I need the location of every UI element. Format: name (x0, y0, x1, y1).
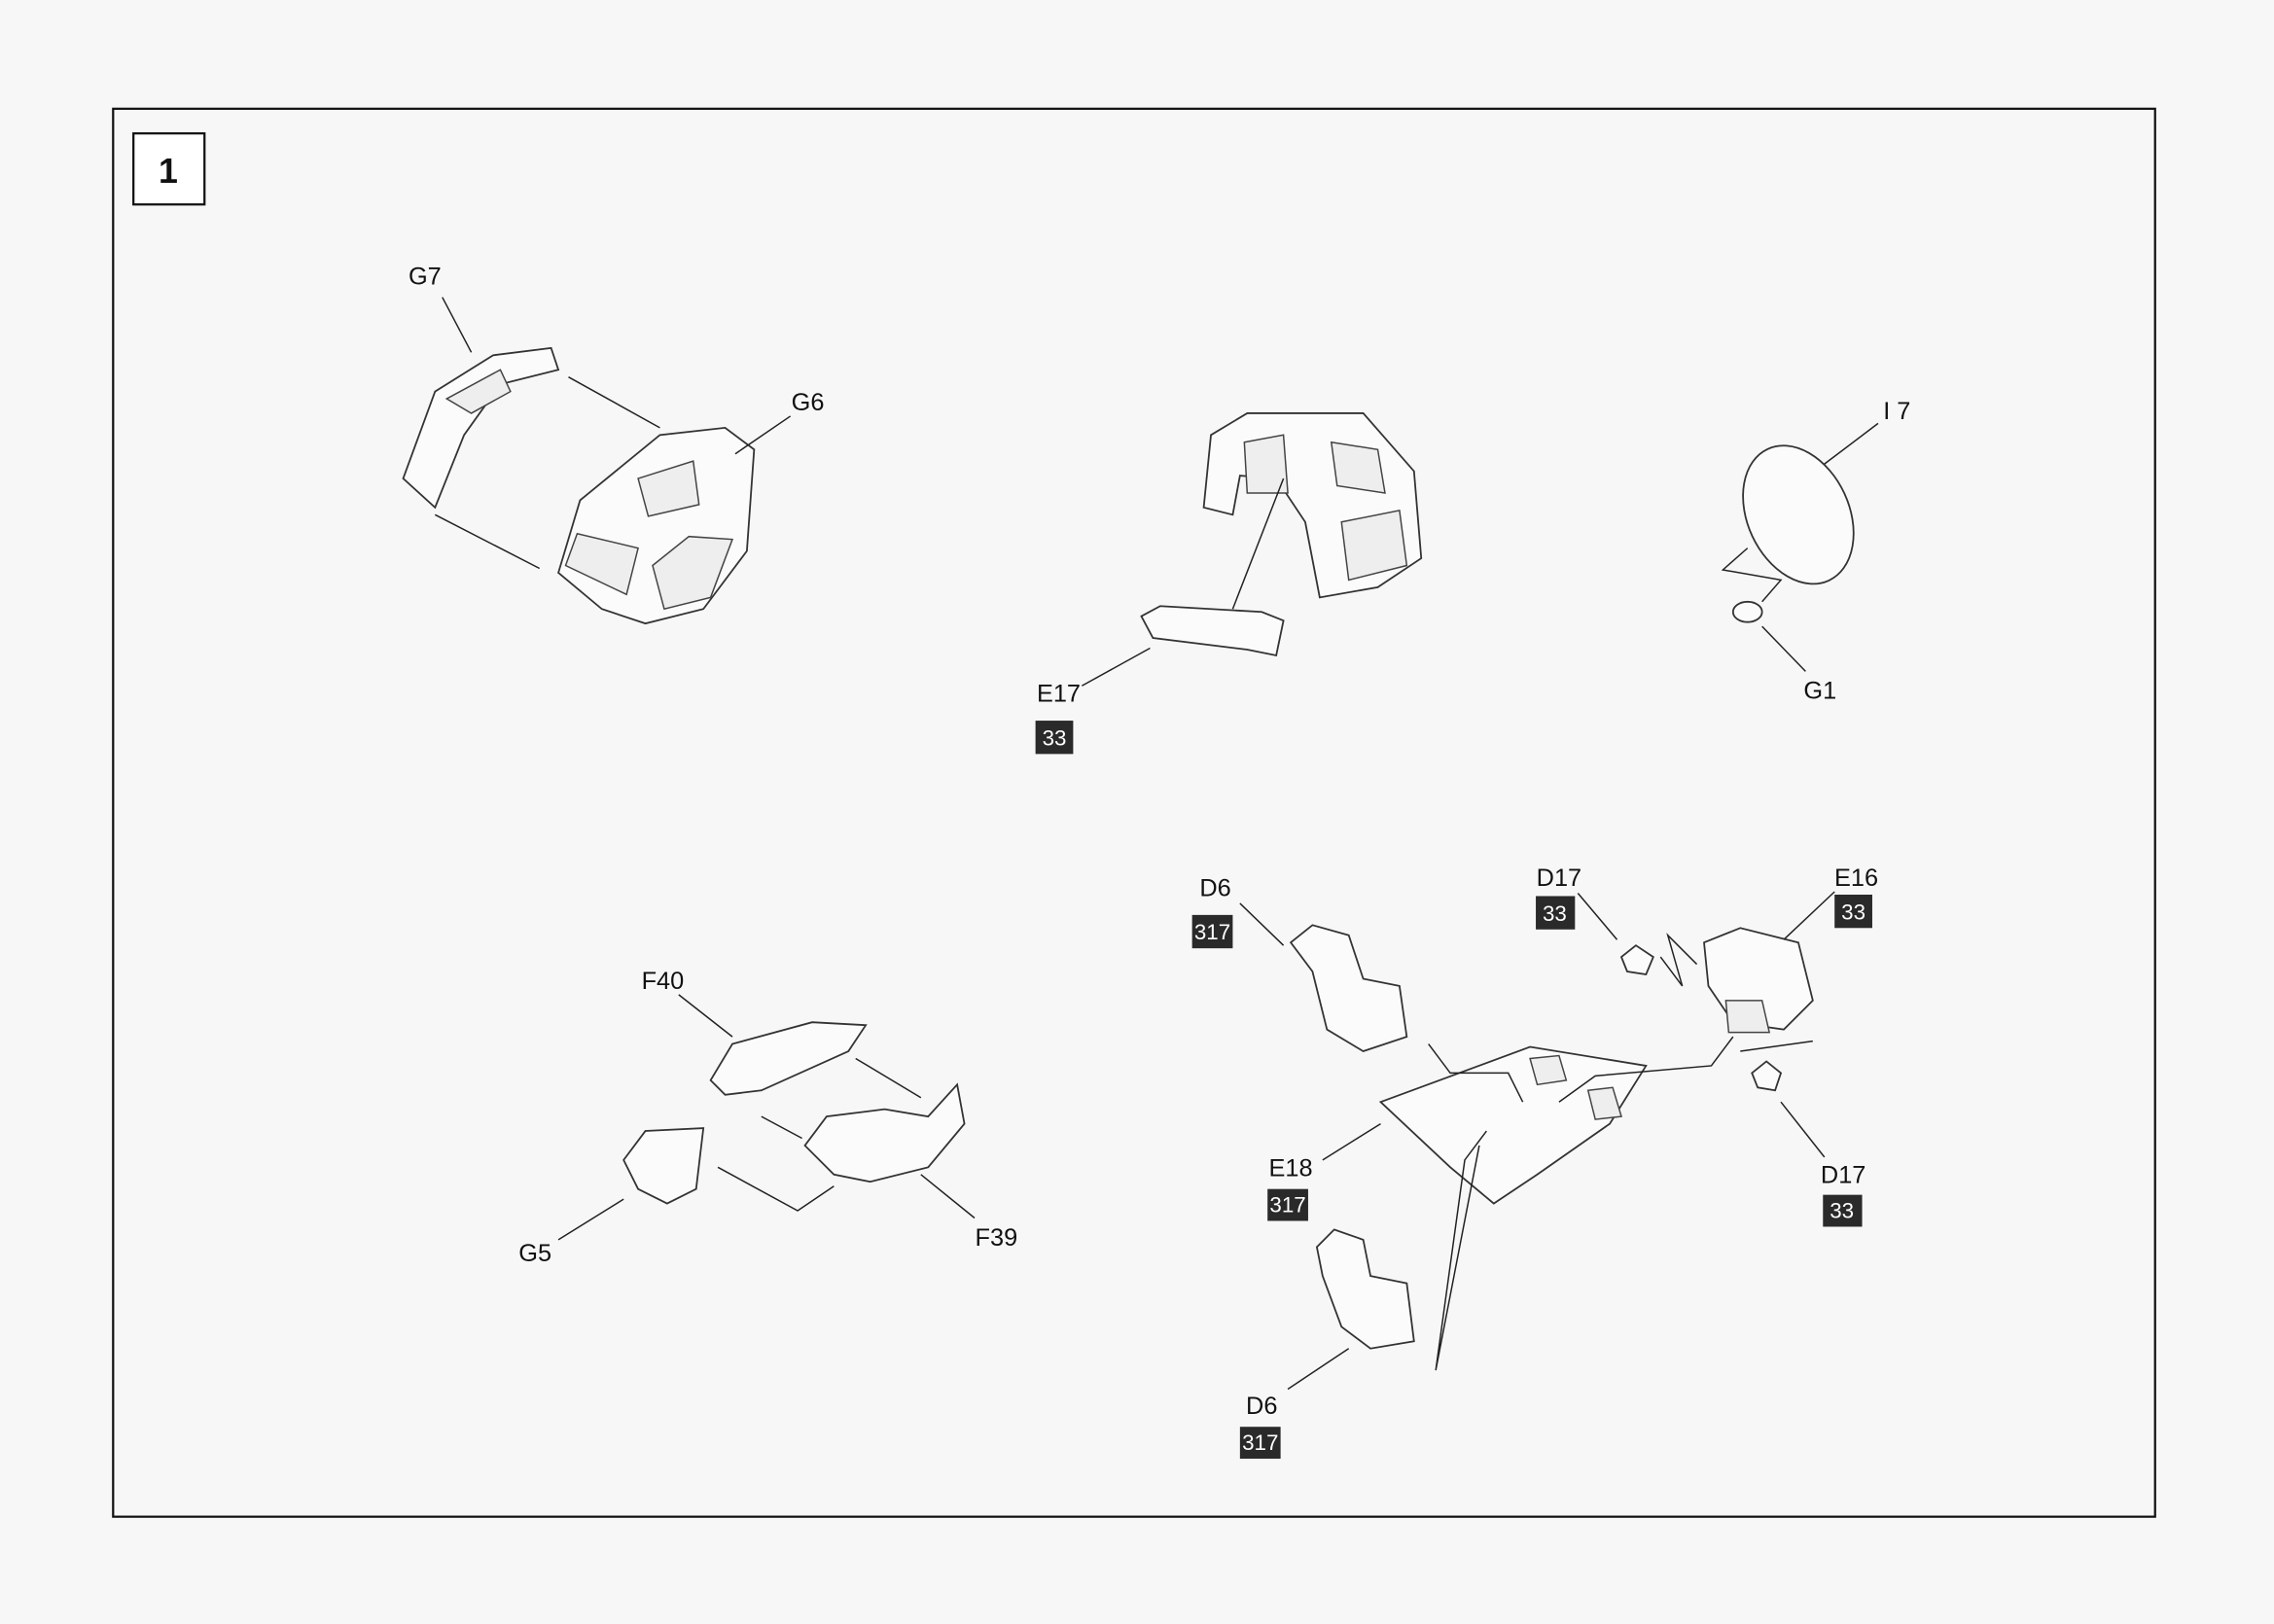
e18-detail (1529, 1054, 1622, 1120)
canopy-e17-assembly (1081, 412, 1423, 687)
i7-g1-assembly (1721, 422, 1879, 672)
leader-g1 (1761, 625, 1806, 672)
paint-code-d6-top: 317 (1194, 920, 1230, 944)
part-g1 (1731, 600, 1763, 623)
leader-f39 (920, 1174, 976, 1219)
leader-d17-top (1577, 893, 1618, 940)
part-d17-top (1619, 944, 1654, 975)
leader-g5 (557, 1198, 624, 1241)
leader-d6-bottom (1287, 1348, 1350, 1391)
paint-code-e17: 33 (1043, 725, 1067, 750)
label-e16: E16 (1834, 865, 1878, 892)
paint-badge-d17-top (1536, 896, 1576, 930)
step-frame (112, 107, 2156, 1518)
part-i7 (1742, 444, 1855, 585)
label-d6-top: D6 (1199, 874, 1230, 901)
paint-code-e18: 317 (1269, 1193, 1305, 1218)
canopy-window-top (1330, 441, 1386, 494)
assembly-arrow-d6-top (1428, 1043, 1524, 1103)
paint-code-d17-bottom: 33 (1830, 1199, 1854, 1223)
g7-window (444, 369, 512, 414)
paint-badge-d6-top (1191, 914, 1233, 949)
leader-g6 (734, 415, 792, 455)
paint-badge-e18 (1267, 1188, 1308, 1221)
label-d17-top: D17 (1537, 865, 1581, 892)
paint-code-e16: 33 (1841, 900, 1865, 924)
paint-badge-d6-bottom (1239, 1427, 1281, 1460)
assembly-arrow-g1 (1721, 547, 1783, 603)
part-d6-top (1289, 924, 1408, 1053)
assembly-arrow-d17-bottom (1740, 1040, 1813, 1052)
assembly-arrow-e16 (1558, 1036, 1734, 1103)
canopy-window-left (1243, 434, 1289, 494)
part-g7 (402, 346, 560, 510)
label-g1: G1 (1803, 678, 1836, 705)
part-d17-bottom (1751, 1060, 1783, 1092)
e16-console (1724, 1000, 1771, 1034)
part-e17 (1140, 605, 1285, 657)
paint-badge-e16 (1834, 894, 1872, 929)
label-g5: G5 (518, 1240, 551, 1267)
leader-d6-top (1239, 902, 1285, 946)
label-i7: I 7 (1883, 398, 1910, 425)
canopy-window-right (1340, 509, 1408, 582)
g6-window-left (564, 532, 639, 596)
leader-e18 (1322, 1122, 1381, 1161)
paint-badge-e17 (1035, 721, 1074, 755)
label-d17-bottom: D17 (1821, 1162, 1865, 1189)
label-d6-bottom: D6 (1246, 1393, 1277, 1420)
g6-window-right (652, 535, 734, 611)
part-g6 (557, 426, 756, 625)
cockpit-assembly (1239, 891, 1835, 1391)
paint-code-d6-bottom: 317 (1242, 1430, 1278, 1455)
leader-d17-bottom (1780, 1101, 1826, 1158)
canopy-g7-g6-assembly (402, 297, 792, 625)
assembly-arrows-f (717, 1057, 922, 1212)
leader-i7 (1824, 422, 1879, 465)
part-f39 (803, 1082, 966, 1183)
assembly-arrow-d17-top (1659, 933, 1698, 987)
label-f40: F40 (642, 968, 685, 995)
step-number-box (132, 132, 206, 206)
label-g6: G6 (792, 389, 825, 416)
step-number: 1 (159, 152, 178, 191)
f40-f39-g5-assembly (557, 994, 976, 1241)
assembly-arrows (434, 376, 660, 570)
label-e17: E17 (1037, 681, 1081, 708)
leader-e16 (1783, 891, 1835, 940)
leader-e17 (1081, 647, 1151, 687)
paint-badge-d17-bottom (1823, 1194, 1863, 1227)
part-f40 (709, 1021, 868, 1096)
part-e18 (1378, 1045, 1648, 1205)
leader-f40 (678, 994, 733, 1038)
label-e18: E18 (1269, 1154, 1313, 1182)
part-g5 (622, 1127, 705, 1205)
part-d6-bottom (1315, 1228, 1415, 1350)
label-f39: F39 (976, 1224, 1018, 1252)
paint-code-d17-top: 33 (1543, 901, 1567, 926)
leader-g7 (442, 297, 473, 353)
g6-window-top (637, 460, 700, 517)
assembly-arrow-e17 (1231, 477, 1285, 610)
label-g7: G7 (409, 263, 442, 290)
assembly-arrow-d6-bottom (1435, 1130, 1487, 1371)
